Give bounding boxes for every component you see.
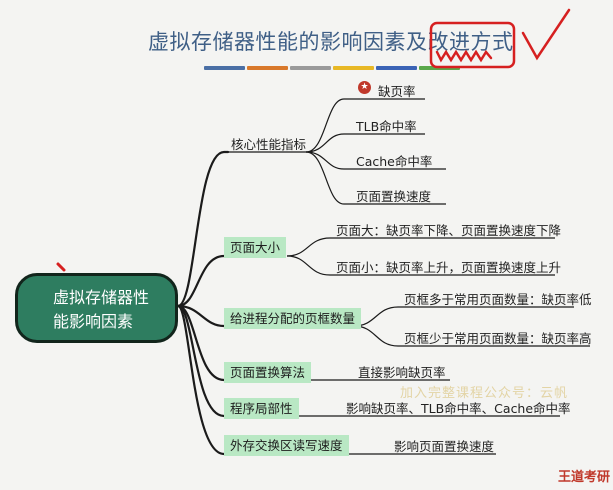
kpi-item-page-fault: 缺页率 xyxy=(378,84,416,99)
annotation-box xyxy=(429,21,516,69)
brand-logo-text: 王道考研 xyxy=(558,470,611,485)
kpi-item-cache: Cache命中率 xyxy=(356,154,433,169)
frames-more: 页框多于常用页面数量：缺页率低 xyxy=(404,292,592,307)
page-size-large: 页面大：缺页率下降、页面置换速度下降 xyxy=(336,223,562,238)
color-bar-5 xyxy=(376,66,417,70)
frames-fewer: 页框少于常用页面数量：缺页率高 xyxy=(404,331,592,346)
branch-locality: 程序局部性 xyxy=(224,398,299,419)
kpi-item-tlb: TLB命中率 xyxy=(356,119,417,134)
watermark: 加入完整课程公众号：云帆 xyxy=(400,386,569,401)
branch-frames: 给进程分配的页框数量 xyxy=(224,308,362,329)
branch-algorithm: 页面置换算法 xyxy=(224,362,312,383)
root-label-line2: 能影响因素 xyxy=(53,312,134,331)
color-bar-4 xyxy=(333,66,374,70)
star-icon: ★ xyxy=(358,81,371,94)
color-bar-3 xyxy=(290,66,331,70)
branch-kpi: 核心性能指标 xyxy=(231,137,307,152)
color-bar-1 xyxy=(204,66,245,70)
kpi-item-swap-speed: 页面置换速度 xyxy=(356,189,432,204)
page-size-small: 页面小：缺页率上升，页面置换速度上升 xyxy=(336,260,562,275)
swap-effect: 影响页面置换速度 xyxy=(394,439,495,454)
branch-swap: 外存交换区读写速度 xyxy=(224,435,349,456)
algorithm-effect: 直接影响缺页率 xyxy=(358,365,446,380)
page-title: 虚拟存储器性能的影响因素及改进方式 xyxy=(148,30,514,54)
root-label-line1: 虚拟存储器性 xyxy=(53,288,150,307)
locality-effect: 影响缺页率、TLB命中率、Cache命中率 xyxy=(346,401,571,416)
branch-page-size: 页面大小 xyxy=(224,237,287,258)
root-node: 虚拟存储器性 能影响因素 xyxy=(15,273,178,343)
color-bar-2 xyxy=(247,66,288,70)
